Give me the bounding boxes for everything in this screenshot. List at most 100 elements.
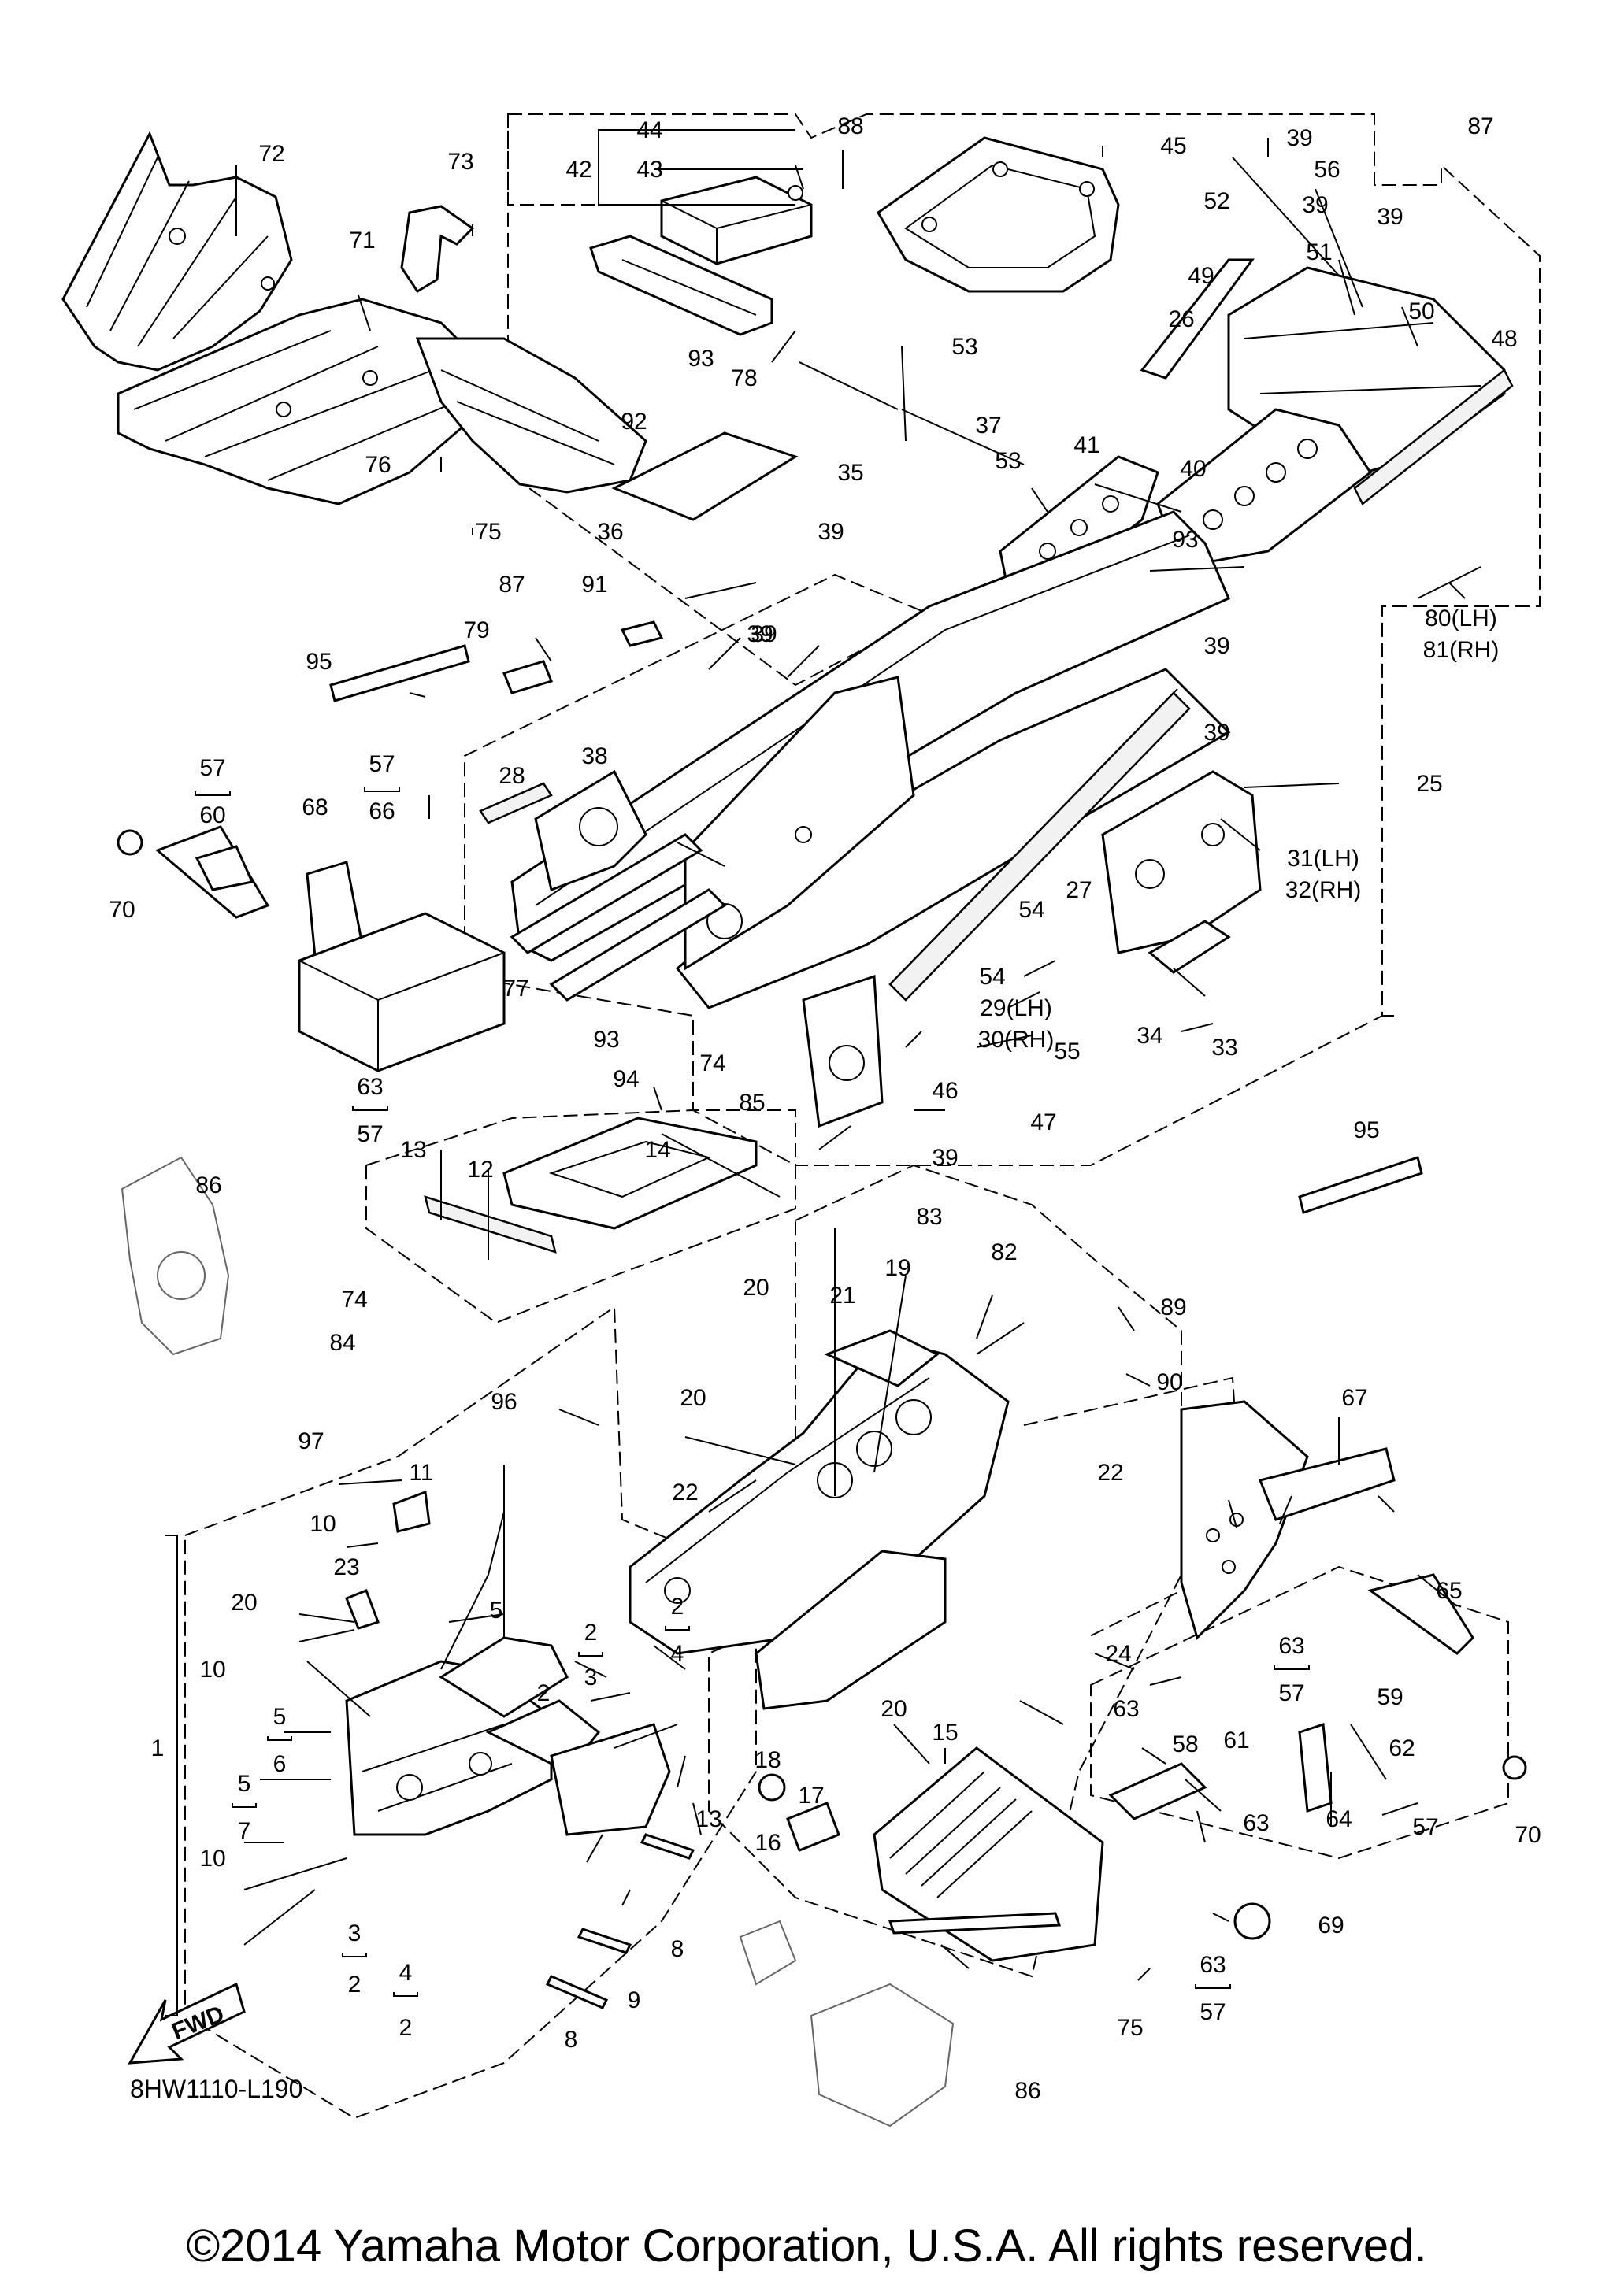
callout: 63	[357, 1074, 383, 1100]
callout: 4	[671, 1641, 684, 1667]
callout: 90	[1156, 1369, 1182, 1395]
callout: 33	[1211, 1035, 1237, 1061]
callout: 74	[341, 1287, 367, 1313]
callout: 39	[1377, 204, 1403, 230]
callout: 48	[1491, 326, 1517, 352]
rear-tunnel	[999, 258, 1514, 600]
callout: 84	[329, 1330, 355, 1356]
callout: 57	[369, 751, 395, 777]
callout: 23	[333, 1554, 359, 1580]
callout: 59	[1377, 1684, 1403, 1710]
callout: 93	[688, 346, 714, 372]
fwd-arrow: FWD	[128, 1982, 246, 2065]
callout: 96	[491, 1389, 517, 1415]
cowl-panels	[61, 131, 647, 505]
callout: 22	[1097, 1460, 1123, 1486]
callout: 77	[502, 976, 528, 1002]
callout: 36	[597, 519, 623, 545]
callout: 72	[258, 141, 284, 167]
callout: 86	[1014, 2078, 1040, 2104]
callout: 32(RH)	[1285, 877, 1362, 903]
callout: 54	[1018, 897, 1044, 923]
callout: 60	[199, 802, 225, 828]
callout: 51	[1306, 239, 1332, 265]
callout: 43	[636, 157, 662, 183]
callout: 39	[818, 519, 844, 545]
callout: 64	[1326, 1806, 1352, 1832]
callout: 17	[798, 1783, 824, 1809]
group-boundaries	[184, 113, 1541, 2120]
callout: 20	[743, 1275, 769, 1301]
callout: 25	[1416, 771, 1442, 797]
callout: 85	[739, 1090, 765, 1116]
callout: 2	[537, 1680, 551, 1706]
callout: 63	[1243, 1810, 1269, 1836]
callout: 44	[636, 117, 662, 143]
callout: 70	[1515, 1822, 1541, 1848]
callout: 12	[467, 1157, 493, 1183]
callout: 28	[499, 763, 525, 789]
callout: 47	[1030, 1109, 1056, 1135]
callout: 61	[1223, 1728, 1249, 1753]
callout: 4	[399, 1960, 413, 1986]
callout: 63	[1200, 1952, 1226, 1978]
reference-silhouettes	[121, 1156, 955, 2128]
callout: 15	[932, 1720, 958, 1746]
callout: 11	[409, 1460, 433, 1486]
callout: 26	[1168, 306, 1194, 332]
callout: 75	[475, 519, 501, 545]
callout: 7	[238, 1818, 251, 1844]
callout: 71	[349, 228, 375, 254]
callout: 8	[671, 1936, 684, 1962]
callout: 30(RH)	[978, 1027, 1055, 1053]
upper-bracket-26	[877, 136, 1120, 293]
callout: 39	[747, 621, 773, 647]
callout: 18	[755, 1747, 781, 1773]
callout: 10	[199, 1846, 225, 1872]
label-brackets	[165, 787, 1394, 2016]
callout: 56	[1314, 157, 1340, 183]
callout: 45	[1160, 133, 1186, 159]
callout: 55	[1054, 1039, 1080, 1065]
callout: 39	[932, 1145, 958, 1171]
callout: 73	[447, 149, 473, 175]
callout: 37	[975, 413, 1001, 439]
callout: 3	[584, 1665, 598, 1691]
callout: 40	[1180, 456, 1206, 482]
callout: 74	[699, 1050, 725, 1076]
callout: 16	[755, 1830, 781, 1856]
callout: 75	[1117, 2015, 1143, 2041]
callout: 69	[1318, 1913, 1344, 1939]
callout: 93	[593, 1027, 619, 1053]
callout: 53	[951, 334, 977, 360]
callout: 39	[1286, 125, 1312, 151]
callout: 70	[109, 897, 135, 923]
callout: 87	[499, 572, 525, 598]
callout: 53	[995, 448, 1021, 474]
callout: 10	[199, 1657, 225, 1683]
front-bumper	[1108, 1400, 1527, 1820]
callout: 91	[581, 572, 607, 598]
callout: 9	[628, 1987, 641, 2013]
callout: 8	[565, 2027, 578, 2053]
callout: 87	[1467, 113, 1493, 139]
lower-chassis	[629, 1329, 1271, 1962]
callout: 80(LH)	[1425, 605, 1497, 631]
leader-lines	[235, 129, 1481, 1981]
callout: 42	[565, 157, 591, 183]
callout: 20	[231, 1590, 257, 1616]
callout: 21	[829, 1283, 855, 1309]
callout: 5	[490, 1598, 503, 1624]
callout: 63	[1278, 1633, 1304, 1659]
callout: 57	[357, 1121, 383, 1147]
callout: 65	[1436, 1578, 1462, 1604]
callout: 2	[584, 1620, 598, 1646]
battery-box	[589, 176, 813, 336]
callout: 20	[680, 1385, 706, 1411]
callout: 2	[671, 1594, 684, 1620]
front-frame	[345, 1490, 695, 2009]
callout: 50	[1408, 298, 1434, 324]
callout: 46	[932, 1078, 958, 1104]
callout: 38	[581, 743, 607, 769]
callout: 86	[195, 1172, 221, 1198]
